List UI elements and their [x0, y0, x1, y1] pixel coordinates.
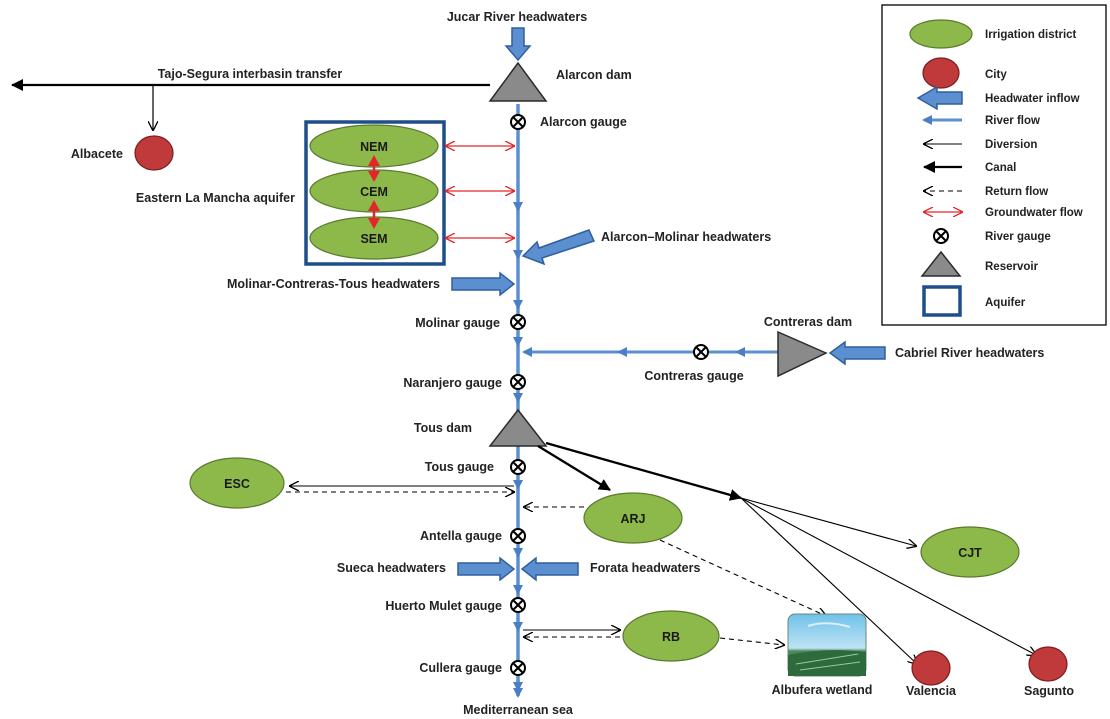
legend-canal-label: Canal — [985, 162, 1016, 174]
main-river — [513, 104, 523, 698]
legend-reservoir-label: Reservoir — [985, 261, 1039, 273]
legend-aquifer-label: Aquifer — [985, 297, 1026, 309]
arj-label: ARJ — [620, 512, 645, 526]
sueca-headwater-arrow — [457, 556, 516, 582]
forata-label: Forata headwaters — [590, 561, 701, 575]
sueca-label: Sueca headwaters — [337, 561, 446, 575]
contreras-gauge-icon — [693, 344, 709, 360]
legend-return-label: Return flow — [985, 186, 1048, 198]
split-diversions — [740, 497, 1036, 664]
esc-irrigation-node — [189, 457, 285, 509]
valencia-label: Valencia — [906, 684, 957, 698]
forata-headwater-arrow — [520, 556, 579, 582]
sagunto-city — [1028, 646, 1068, 682]
antella-gauge-label: Antella gauge — [420, 529, 502, 543]
legend-gauge-icon — [933, 228, 949, 244]
tous-dam-label: Tous dam — [414, 421, 472, 435]
contreras-dam-reservoir — [777, 330, 828, 378]
cullera-gauge-icon — [510, 660, 526, 676]
alarcon-molinar-headwater-arrow — [521, 229, 596, 266]
legend-box — [881, 4, 1107, 326]
tajo-segura-label: Tajo-Segura interbasin transfer — [158, 67, 343, 81]
cabriel-headwater-arrow — [828, 340, 886, 366]
cabriel-label: Cabriel River headwaters — [895, 346, 1044, 360]
sagunto-label: Sagunto — [1024, 684, 1074, 698]
jucar-headwaters-label: Jucar River headwaters — [447, 10, 587, 24]
molinar-gauge-label: Molinar gauge — [415, 316, 500, 330]
rb-return-albufera — [719, 637, 784, 645]
alarcon-molinar-label: Alarcon–Molinar headwaters — [601, 230, 771, 244]
contreras-dam-label: Contreras dam — [764, 315, 852, 329]
legend-diversion-label: Diversion — [985, 139, 1037, 151]
molinar-contreras-tous-headwater-arrow — [451, 271, 516, 297]
arj-irrigation-node — [583, 492, 683, 544]
tous-canals — [537, 441, 742, 501]
alarcon-gauge-label: Alarcon gauge — [540, 115, 627, 129]
jucar-headwater-arrow — [504, 27, 532, 62]
alarcon-gauge-icon — [510, 114, 526, 130]
huerto-mulet-gauge-icon — [510, 597, 526, 613]
naranjero-gauge-icon — [510, 374, 526, 390]
alarcon-dam-label: Alarcon dam — [556, 68, 632, 82]
aquifer-box — [304, 120, 446, 266]
molinar-contreras-tous-label: Molinar-Contreras-Tous headwaters — [227, 277, 440, 291]
albufera-wetland-image — [787, 613, 867, 677]
rb-label: RB — [662, 630, 680, 644]
legend-gauge-label: River gauge — [985, 231, 1051, 243]
cem-label: CEM — [360, 185, 388, 199]
albacete-city — [134, 135, 174, 171]
legend-headwater-icon — [916, 85, 963, 111]
legend-city-label: City — [985, 69, 1007, 81]
valencia-city — [911, 650, 951, 686]
rb-irrigation-node — [622, 610, 720, 662]
naranjero-gauge-label: Naranjero gauge — [403, 376, 502, 390]
mediterranean-label: Mediterranean sea — [463, 703, 574, 717]
tous-dam-reservoir — [488, 408, 548, 447]
cjt-label: CJT — [958, 546, 982, 560]
cjt-irrigation-node — [920, 526, 1020, 578]
esc-label: ESC — [224, 477, 250, 491]
legend-irrigation-icon — [909, 19, 973, 49]
aquifer-label: Eastern La Mancha aquifer — [136, 191, 295, 205]
legend: Irrigation district City Headwater inflo… — [881, 4, 1107, 326]
cullera-gauge-label: Cullera gauge — [419, 661, 502, 675]
legend-city-icon — [922, 57, 960, 89]
albacete-label: Albacete — [71, 147, 123, 161]
arj-return-albufera — [659, 539, 826, 616]
legend-aquifer-icon — [922, 285, 962, 317]
sem-label: SEM — [360, 232, 387, 246]
contreras-gauge-label: Contreras gauge — [644, 369, 743, 383]
molinar-gauge-icon — [510, 314, 526, 330]
albufera-label: Albufera wetland — [772, 683, 873, 697]
tous-gauge-icon — [510, 459, 526, 475]
legend-river-label: River flow — [985, 115, 1040, 127]
tous-gauge-label: Tous gauge — [425, 460, 494, 474]
tajo-segura-canal — [11, 79, 490, 130]
antella-gauge-icon — [510, 528, 526, 544]
legend-headwater-label: Headwater inflow — [985, 93, 1080, 105]
nem-label: NEM — [360, 140, 388, 154]
huerto-mulet-gauge-label: Huerto Mulet gauge — [385, 599, 502, 613]
alarcon-dam-reservoir — [488, 61, 548, 102]
legend-reservoir-icon — [920, 250, 962, 277]
legend-irrigation-label: Irrigation district — [985, 29, 1077, 41]
legend-groundwater-label: Groundwater flow — [985, 207, 1083, 219]
